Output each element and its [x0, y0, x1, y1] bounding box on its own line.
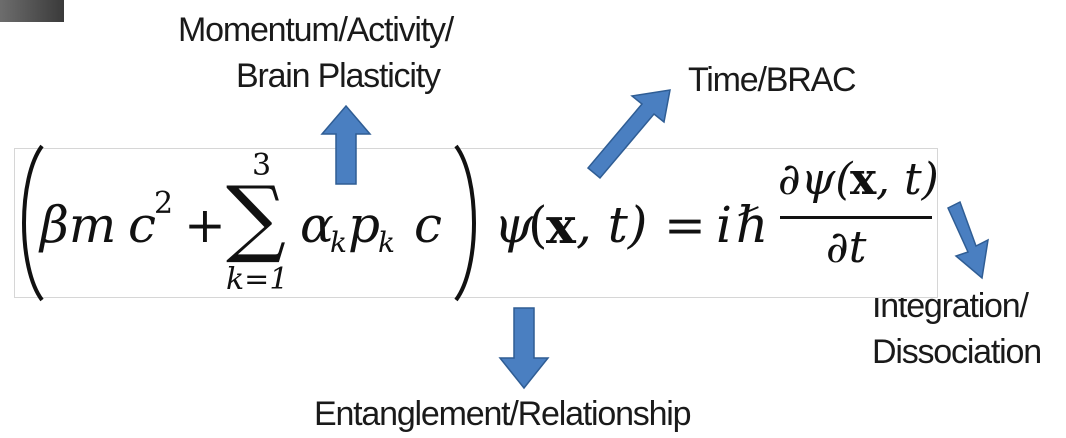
eq-denominator: ∂t — [826, 222, 866, 273]
eq-numerator-post: , t) — [876, 154, 939, 205]
eq-c: c — [128, 196, 156, 254]
eq-lparen: ( — [528, 196, 548, 254]
eq-p: p — [348, 196, 380, 254]
eq-p-sub: k — [378, 226, 395, 259]
momentum-label-line2: Brain Plasticity — [236, 56, 440, 96]
eq-x: x — [546, 196, 576, 255]
arrow-up-right-icon — [580, 82, 680, 186]
arrow-down-icon — [494, 306, 554, 390]
eq-alpha-sub: k — [330, 226, 347, 259]
integration-label-line2: Dissociation — [872, 332, 1041, 372]
eq-squared: 2 — [154, 186, 173, 221]
eq-equals: = — [664, 196, 706, 254]
eq-plus: + — [184, 196, 226, 254]
eq-numerator-pre: ∂ψ( — [778, 154, 852, 205]
right-big-paren — [452, 142, 486, 304]
eq-sum-lower: k=1 — [226, 262, 288, 297]
corner-photo-fragment — [0, 0, 64, 22]
eq-numerator-x: x — [850, 154, 876, 205]
eq-hbar: ℏ — [736, 196, 768, 254]
eq-alpha: α — [300, 196, 334, 254]
eq-beta-m: βm — [40, 196, 116, 254]
entanglement-label: Entanglement/Relationship — [314, 394, 690, 434]
time-label: Time/BRAC — [688, 60, 855, 100]
eq-sigma: ∑ — [226, 172, 286, 262]
eq-comma-t: , t) — [576, 196, 647, 254]
arrow-down-right-icon — [940, 196, 1002, 282]
eq-c2: c — [414, 196, 442, 254]
momentum-label-line1: Momentum/Activity/ — [178, 10, 453, 50]
eq-i: i — [716, 196, 732, 254]
eq-fraction-bar — [780, 216, 932, 219]
arrow-up-icon — [316, 104, 376, 186]
